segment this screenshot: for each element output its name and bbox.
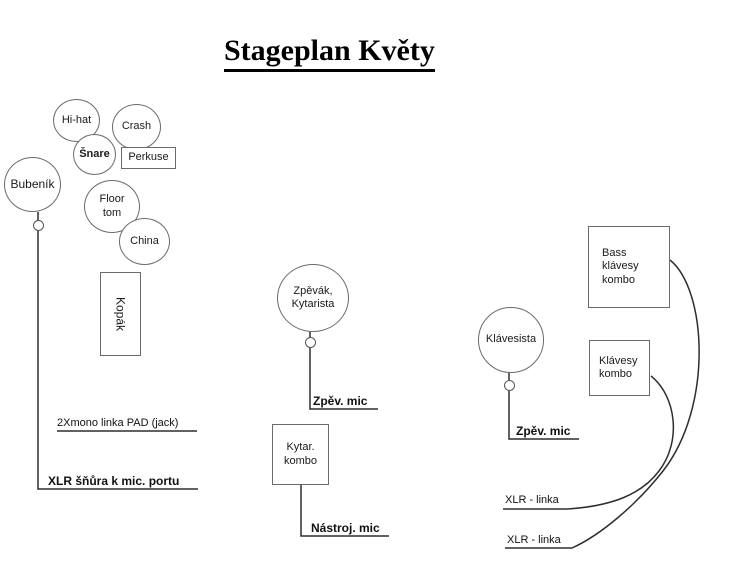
drum-floor-tom-label: Floor tom <box>99 193 125 219</box>
drum-snare-label: Šnare <box>79 147 110 160</box>
bass-keys-combo: Bass klávesy kombo <box>588 226 670 308</box>
drum-crash: Crash <box>112 104 161 150</box>
klavesista-mic-wire <box>508 373 579 440</box>
singer-mic-wire <box>309 332 378 410</box>
keys-combo: Klávesy kombo <box>589 340 650 396</box>
drum-snare: Šnare <box>73 134 116 175</box>
label-keys-vocal-mic: Zpěv. mic <box>516 424 571 438</box>
keyboardist: Klávesista <box>478 307 544 373</box>
singer-guitarist-label: Zpěvák, Kytarista <box>291 284 335 310</box>
label-mono-pad-jack: 2Xmono linka PAD (jack) <box>57 417 179 429</box>
drummer: Bubeník <box>4 157 61 212</box>
drum-china-label: China <box>130 234 159 247</box>
keyboardist-mic-connector <box>504 380 515 391</box>
guitar-combo: Kytar. kombo <box>272 424 329 485</box>
bass-keys-combo-label: Bass klávesy kombo <box>602 247 639 286</box>
guitar-combo-label: Kytar. kombo <box>283 441 318 467</box>
drummer-mic-wire <box>37 212 198 490</box>
label-instrument-mic: Nástroj. mic <box>311 521 380 535</box>
singer-guitarist: Zpěvák, Kytarista <box>277 264 349 332</box>
drum-floor-tom: Floor tom <box>84 180 140 233</box>
label-singer-mic: Zpěv. mic <box>313 394 368 408</box>
drum-hihat-label: Hi-hat <box>61 113 92 126</box>
drummer-label: Bubeník <box>10 177 55 192</box>
label-xlr-mic-cable: XLR šňůra k mic. portu <box>48 474 180 488</box>
drum-perkuse: Perkuse <box>121 147 176 169</box>
drum-china: China <box>119 218 170 265</box>
drum-kick-label: Kopák <box>113 296 128 332</box>
label-xlr-line-2: XLR - linka <box>507 534 561 546</box>
drum-kick: Kopák <box>100 272 141 356</box>
page-title: Stageplan Květy <box>224 34 435 72</box>
klavesy-kombo-xlr-curve <box>503 375 675 510</box>
keys-combo-label: Klávesy kombo <box>599 354 638 380</box>
drum-perkuse-label: Perkuse <box>128 151 169 164</box>
drum-crash-label: Crash <box>121 120 152 133</box>
keyboardist-label: Klávesista <box>485 333 537 346</box>
drummer-mic-connector <box>33 220 44 231</box>
bass-kombo-xlr-curve <box>505 259 700 549</box>
kytar-kombo-wire <box>300 485 389 537</box>
singer-mic-connector <box>305 337 316 348</box>
label-xlr-line-1: XLR - linka <box>505 494 559 506</box>
